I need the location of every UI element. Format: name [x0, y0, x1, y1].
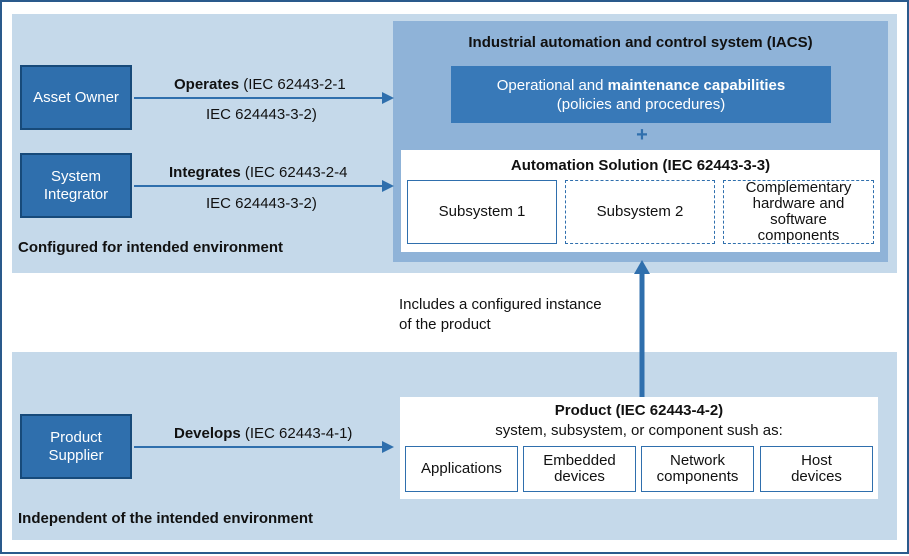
product-to-solution-arrow: [634, 260, 650, 397]
automation-solution-title: Automation Solution (IEC 62443-3-3): [510, 157, 771, 174]
includes-note-line-1: Includes a configured instance: [399, 296, 602, 313]
zone-configured-label: Configured for intended environment: [18, 239, 283, 256]
integrates-standard-2: IEC 624443-3-2): [206, 195, 317, 212]
integrates-standard: (IEC 62443-2-4: [244, 164, 348, 181]
integrates-label: Integrates (IEC 62443-2-4: [169, 164, 347, 181]
product-supplier-box: Product Supplier: [20, 414, 132, 479]
capabilities-text: Operational and: [496, 77, 608, 94]
operates-standard: (IEC 62443-2-1: [243, 76, 346, 93]
includes-note: Includes a configured instance of the pr…: [399, 295, 602, 335]
asset-owner-box: Asset Owner: [20, 65, 132, 130]
operates-verb: Operates: [174, 76, 240, 93]
subsystem-1-box: Subsystem 1: [407, 180, 557, 244]
product-item-label: Applications: [421, 460, 502, 477]
zone-independent-label: Independent of the intended environment: [18, 510, 314, 527]
operates-label: Operates (IEC 62443-2-1: [174, 76, 346, 93]
develops-arrow: [134, 441, 394, 453]
includes-note-line-2: of the product: [399, 316, 491, 333]
subsystem-2-box: Subsystem 2: [565, 180, 715, 244]
product-item-embedded-devices: Embedded devices: [523, 446, 636, 492]
system-integrator-label: System Integrator: [43, 167, 109, 203]
subsystem-1-label: Subsystem 1: [438, 203, 526, 220]
capabilities-subtext: (policies and procedures): [556, 96, 726, 113]
complementary-components-label: Complementary hardware and software comp…: [745, 179, 852, 244]
integrates-verb: Integrates: [169, 164, 241, 181]
capabilities-bold-text: maintenance capabilities: [607, 77, 786, 94]
product-item-label: Embedded devices: [543, 452, 616, 485]
plus-sign: +: [636, 124, 648, 146]
capabilities-box: Operational and maintenance capabilities…: [451, 66, 831, 123]
operates-arrow: [134, 92, 394, 104]
system-integrator-box: System Integrator: [20, 153, 132, 218]
subsystem-2-label: Subsystem 2: [596, 203, 684, 220]
operates-standard-2: IEC 624443-3-2): [206, 106, 317, 123]
product-item-label: Network components: [656, 452, 739, 485]
develops-label: Develops (IEC 62443-4-1): [174, 425, 352, 442]
product-item-applications: Applications: [405, 446, 518, 492]
product-item-host-devices: Host devices: [760, 446, 873, 492]
develops-verb: Develops: [174, 425, 241, 442]
complementary-components-box: Complementary hardware and software comp…: [723, 180, 874, 244]
product-supplier-label: Product Supplier: [48, 428, 104, 464]
integrates-arrow: [134, 180, 394, 192]
product-subtitle: system, subsystem, or component sush as:: [495, 422, 783, 439]
product-title: Product (IEC 62443-4-2): [554, 402, 724, 419]
asset-owner-label: Asset Owner: [33, 88, 119, 106]
product-item-network-components: Network components: [641, 446, 754, 492]
develops-standard: (IEC 62443-4-1): [244, 425, 353, 442]
product-item-label: Host devices: [791, 452, 842, 485]
iacs-title: Industrial automation and control system…: [468, 34, 813, 51]
